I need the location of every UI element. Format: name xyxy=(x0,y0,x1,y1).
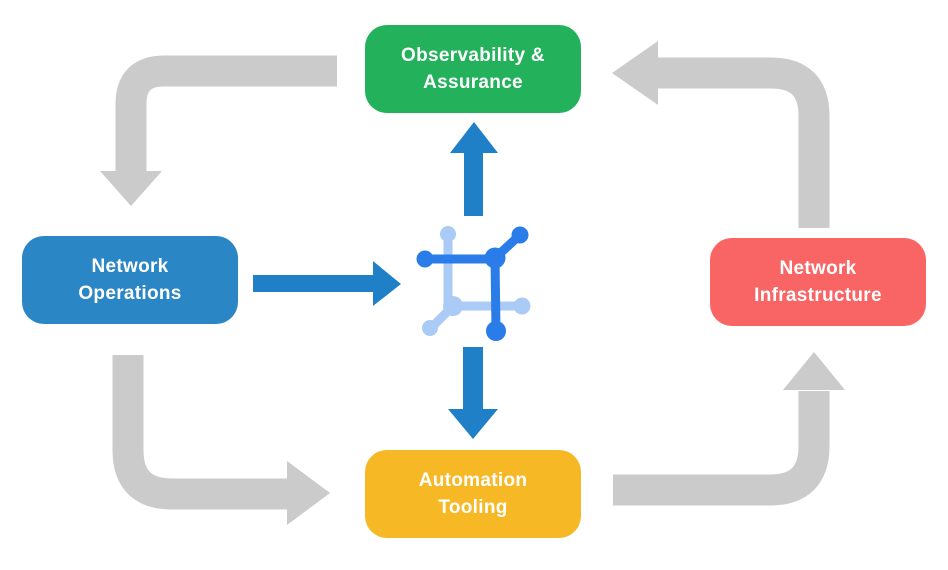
node-label-line: Observability & xyxy=(401,45,545,66)
node-label-line: Operations xyxy=(78,283,182,304)
node-label-line: Network xyxy=(779,258,857,279)
node-label-line: Automation xyxy=(418,470,528,491)
cycle-arrowhead-up xyxy=(783,352,845,390)
data-arrowhead-up xyxy=(450,122,498,153)
node-label-line: Tooling xyxy=(438,497,508,518)
cycle-arrow-shaft xyxy=(613,391,830,506)
node-observability-assurance: Observability & Assurance xyxy=(365,25,581,113)
icon-light-parts xyxy=(422,226,531,336)
data-arrow-shaft xyxy=(253,275,374,292)
node-label-line: Infrastructure xyxy=(754,285,882,306)
data-arrow-center-to-automation xyxy=(448,347,498,439)
cycle-arrow-shaft xyxy=(115,55,337,172)
cycle-arrowhead-right xyxy=(287,461,330,525)
cycle-arrowhead-left xyxy=(612,41,658,105)
node-network-operations: Network Operations xyxy=(22,236,238,324)
cycle-arrow-shaft xyxy=(112,355,288,510)
data-arrow-shaft xyxy=(464,151,483,216)
data-arrowhead-down xyxy=(448,409,498,439)
data-arrow-shaft xyxy=(463,347,483,411)
cycle-arrow-shaft xyxy=(658,57,830,228)
cycle-arrowhead-down xyxy=(100,171,162,206)
icon-dark-parts xyxy=(416,226,529,341)
node-automation-tooling: Automation Tooling xyxy=(365,450,581,538)
cycle-arrow-observability-to-operations xyxy=(100,55,337,206)
cycle-arrow-infrastructure-to-observability xyxy=(612,41,830,228)
data-arrow-center-to-observability xyxy=(450,122,498,216)
node-label-line: Network xyxy=(91,256,169,277)
cycle-arrow-automation-to-infrastructure xyxy=(613,352,845,506)
node-label-line: Assurance xyxy=(423,72,523,93)
data-arrowhead-right xyxy=(373,261,401,306)
data-arrow-operations-to-center xyxy=(253,261,401,306)
node-network-infrastructure: Network Infrastructure xyxy=(710,238,926,326)
cycle-arrow-operations-to-automation xyxy=(112,355,330,525)
network-automation-icon xyxy=(416,226,531,341)
